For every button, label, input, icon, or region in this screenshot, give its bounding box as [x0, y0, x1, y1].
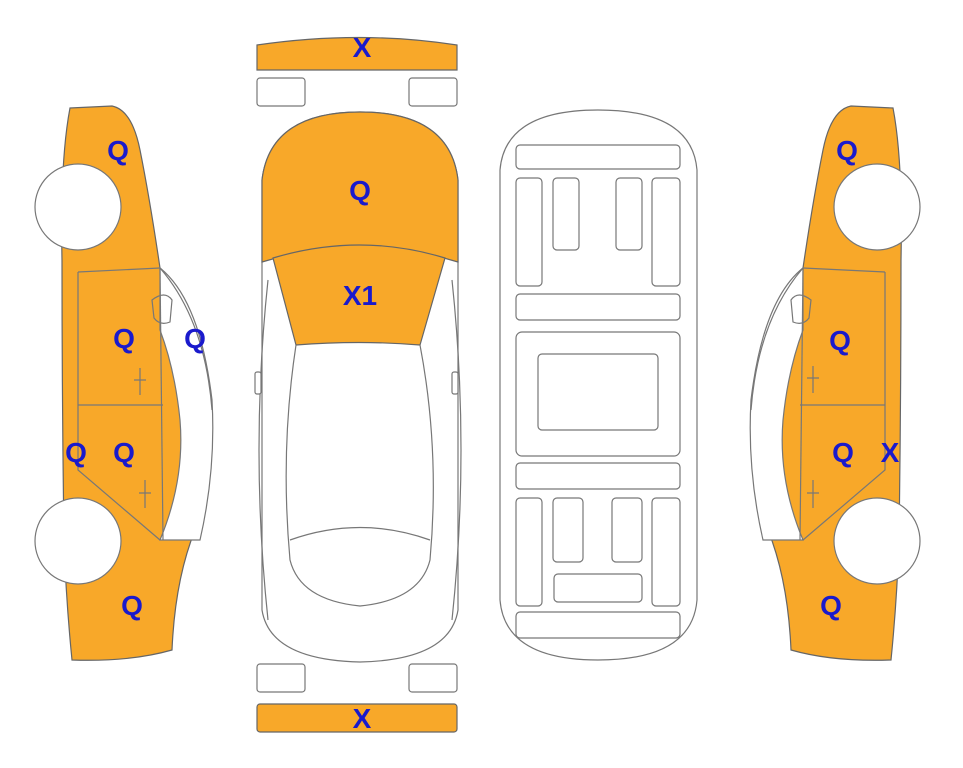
top-rear-bumper[interactable] [256, 703, 458, 733]
marker-left-front-door: Q [113, 323, 135, 354]
marker-right-rear-door: Q [832, 437, 854, 468]
right-pillar-stripe [750, 267, 804, 411]
damage-markers: Q Q Q Q Q Q X Q X1 X Q Q Q X Q [65, 32, 900, 734]
underside-center-panel [537, 353, 659, 431]
top-rear-right-light [408, 663, 458, 693]
underside-front-right-block [615, 177, 643, 251]
left-door-line-rear [159, 267, 164, 541]
right-rear-wheel [833, 497, 921, 585]
left-side-view [34, 105, 214, 661]
marker-left-rear-door: Q [113, 437, 135, 468]
right-side-view [749, 105, 921, 661]
marker-right-front-door: Q [829, 325, 851, 356]
marker-left-front: Q [107, 135, 129, 166]
left-door-line-front [77, 272, 161, 541]
left-mirror [151, 294, 173, 324]
top-view [254, 36, 462, 733]
underside-front-right-rail [651, 177, 681, 287]
left-rear-wheel [34, 497, 122, 585]
marker-right-rocker: X [881, 437, 900, 468]
underside-rear-right-block [611, 497, 643, 563]
left-handle-front [134, 368, 146, 395]
right-handle-front [807, 366, 819, 393]
right-side-glass-area [749, 266, 804, 541]
underside-view [499, 109, 698, 661]
right-door-line-top [802, 267, 886, 273]
top-front-right-light [408, 77, 458, 107]
marker-top-windshield: X1 [343, 280, 377, 311]
underside-front-left-block [552, 177, 580, 251]
top-side-right [451, 279, 462, 621]
marker-top-front-bumper: X [353, 32, 372, 63]
underside-front-bar [515, 144, 681, 170]
left-door-line-top [77, 267, 161, 273]
left-pillar-stripe [159, 267, 213, 411]
underside-rear-crossbar [553, 573, 643, 603]
marker-left-rear: Q [121, 590, 143, 621]
marker-left-rocker: Q [65, 437, 87, 468]
marker-top-hood: Q [349, 175, 371, 206]
right-handle-rear [807, 480, 819, 508]
right-mirror [790, 294, 812, 324]
top-front-bumper[interactable] [256, 36, 458, 71]
left-front-wheel [34, 163, 122, 251]
top-windshield[interactable] [272, 244, 446, 346]
underside-rear-left-rail [515, 497, 543, 607]
right-door-line-rear [799, 267, 804, 541]
left-side-glass-area [159, 266, 214, 541]
underside-rear-end-bar [515, 611, 681, 639]
top-rear-glass [289, 526, 431, 541]
marker-right-front: Q [836, 135, 858, 166]
underside-rear-bar [515, 462, 681, 490]
left-handle-rear [139, 480, 151, 508]
underside-rear-right-rail [651, 497, 681, 607]
right-front-wheel [833, 163, 921, 251]
underside-front-left-rail [515, 177, 543, 287]
top-left-mirror [254, 371, 262, 395]
top-front-left-light [256, 77, 306, 107]
marker-right-rear: Q [820, 590, 842, 621]
marker-left-windshield-pillar: Q [184, 323, 206, 354]
underside-rear-left-block [552, 497, 584, 563]
top-side-left [258, 279, 269, 621]
right-door-line-front [802, 272, 886, 541]
underside-mid-bar [515, 293, 681, 321]
top-cabin-left [285, 344, 434, 607]
top-rear-left-light [256, 663, 306, 693]
top-right-mirror [451, 371, 459, 395]
marker-top-rear-bumper: X [353, 703, 372, 734]
